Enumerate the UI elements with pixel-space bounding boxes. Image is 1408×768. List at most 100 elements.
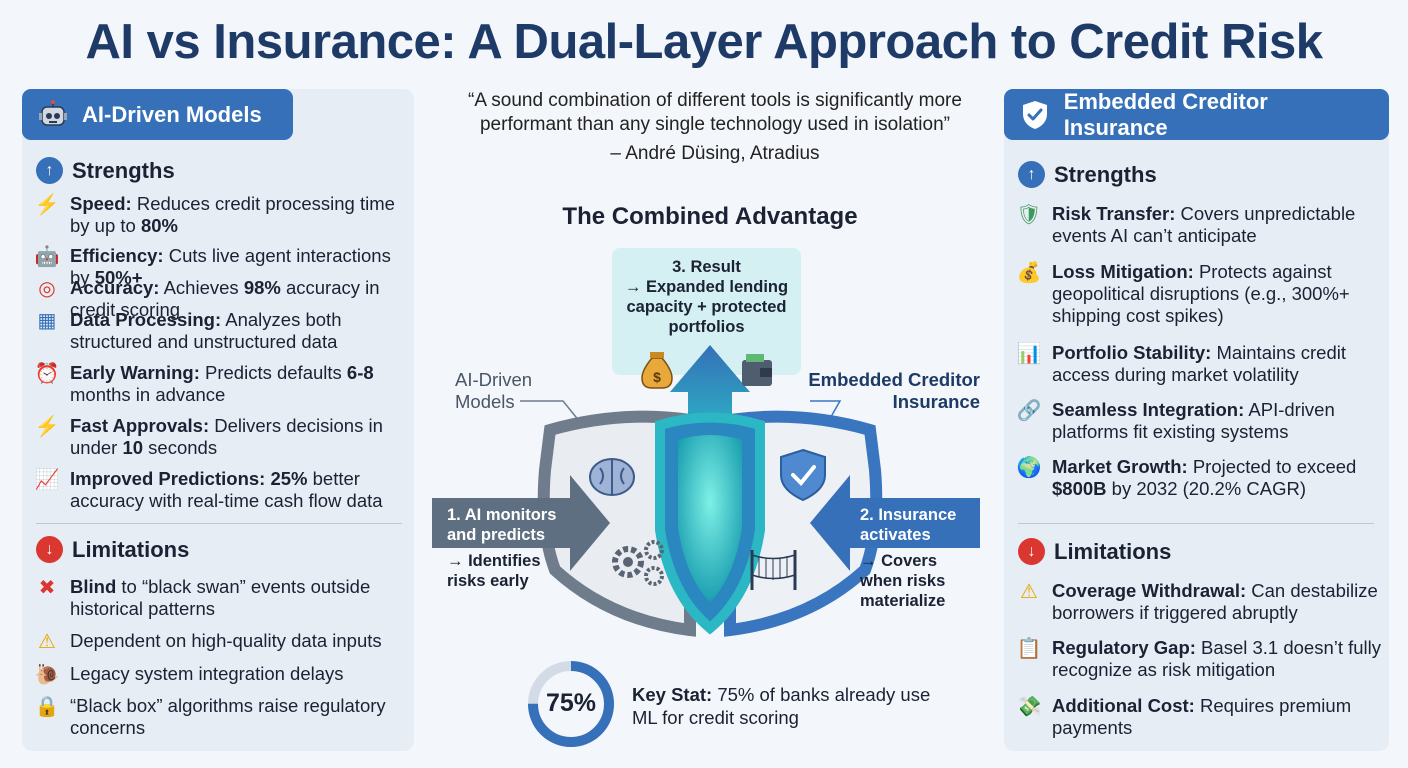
chart-dashboard-icon: ▦ [37, 310, 57, 332]
shield-check-icon [1018, 98, 1052, 132]
limitation-text: Coverage Withdrawal: Can destabilize bor… [1052, 580, 1378, 623]
insurance-header: Embedded Creditor Insurance [1004, 89, 1389, 140]
insurance-panel: Embedded Creditor Insurance ↑ Strengths … [1004, 89, 1389, 751]
step1-subtitle: → Identifies risks early [447, 552, 541, 590]
limitation-text: “Black box” algorithms raise regulatory … [70, 695, 386, 738]
insurance-header-label: Embedded Creditor Insurance [1063, 88, 1268, 140]
strength-item: 🛡 Risk Transfer: Covers unpredictable eve… [1014, 203, 1382, 247]
shield-check-icon [780, 448, 826, 502]
strength-item: ⚡ Fast Approvals: Delivers decisions in u… [32, 415, 407, 459]
link-icon: 🔗 [1016, 400, 1042, 422]
limitation-item: ✖ Blind to “black swan” events outside hi… [32, 576, 407, 620]
key-stat-text: Key Stat: 75% of banks already use ML fo… [632, 684, 931, 728]
arrow-down-icon: ↓ [36, 536, 63, 563]
strength-text: Speed: Reduces credit processing time by… [70, 193, 395, 236]
limitation-text: Regulatory Gap: Basel 3.1 doesn’t fully … [1052, 637, 1382, 680]
right-strengths-title: Strengths [1054, 161, 1157, 187]
strength-item: 🤖Efficiency: Cuts live agent interaction… [32, 245, 407, 289]
ai-models-header: AI-Driven Models [22, 89, 293, 140]
gears-icon [612, 540, 664, 586]
svg-text:$: $ [653, 369, 661, 385]
strength-item: 📊 Portfolio Stability: Maintains credit a… [1014, 342, 1382, 386]
limitation-item: 💸Additional Cost: Requires premium payme… [1014, 695, 1382, 739]
combined-shield-diagram: $ [432, 345, 980, 637]
left-limitations-title: Limitations [72, 536, 190, 562]
warning-icon: ⚠ [1020, 581, 1038, 603]
lock-icon: 🔒 [34, 696, 60, 718]
right-divider [1018, 523, 1374, 524]
strength-item: ◎ Accuracy: Achieves 98% accuracy in cred… [32, 277, 407, 321]
combined-center-shield [655, 412, 765, 635]
limitation-text: Blind to “black swan” events outside his… [70, 576, 371, 619]
strength-item: 🔗 Seamless Integration: API-driven platfo… [1014, 399, 1382, 443]
strength-text: Improved Predictions: 25% better accurac… [70, 468, 383, 511]
globe-icon: 🌍 [1016, 457, 1042, 479]
strength-text: Accuracy: Achieves 98% accuracy in credi… [70, 277, 380, 320]
step2-subtitle: → Covers when risks materialize [860, 552, 946, 610]
result-text: 3. Result → Expanded lending capacity + … [612, 257, 801, 337]
ai-predict-arrow [432, 475, 610, 571]
ai-models-header-label: AI-Driven Models [82, 101, 262, 127]
strength-item: 💰 Loss Mitigation: Protects against geopo… [1014, 261, 1382, 327]
strength-text: Loss Mitigation: Protects against geopol… [1052, 261, 1350, 326]
ai-driven-models-label: AI-Driven Models [455, 369, 533, 412]
left-limitations-heading: ↓ Limitations [36, 536, 189, 563]
target-icon: ◎ [38, 278, 56, 300]
combined-advantage-title: The Combined Advantage [562, 203, 858, 230]
result-body: → Expanded lending capacity + protected … [624, 278, 789, 336]
right-limitations-title: Limitations [1054, 538, 1172, 564]
lightning-icon: ⚡ [34, 194, 60, 216]
limitation-item: ⚠Dependent on high-quality data inputs [32, 630, 407, 654]
page-title: AI vs Insurance: A Dual-Layer Approach t… [85, 15, 1323, 69]
snail-icon: 🐌 [34, 664, 60, 686]
lightning-icon: ⚡ [34, 416, 60, 438]
limitation-text: Legacy system integration delays [70, 663, 344, 684]
strength-item: 🌍 Market Growth: Projected to exceed $800… [1014, 456, 1382, 500]
embedded-insurance-label: Embedded Creditor Insurance [808, 369, 980, 412]
limitation-item: 🔒 “Black box” algorithms raise regulatory… [32, 695, 407, 739]
right-strengths-heading: ↑ Strengths [1018, 161, 1157, 188]
step1-title: 1. AI monitors and predicts [447, 506, 557, 544]
clipboard-icon: 📋 [1016, 638, 1042, 660]
brain-icon [589, 458, 635, 496]
limitation-text: Dependent on high-quality data inputs [70, 630, 382, 651]
left-strengths-title: Strengths [72, 157, 175, 183]
strength-item: ⚡ Speed: Reduces credit processing time b… [32, 193, 407, 237]
strength-text: Data Processing: Analyzes both structure… [70, 309, 342, 352]
step2-title: 2. Insurance activates [860, 506, 957, 544]
strength-item: ▦ Data Processing: Analyzes both structur… [32, 309, 407, 353]
limitation-item: 🐌 Legacy system integration delays [32, 663, 407, 687]
key-stat-value: 75% [545, 689, 597, 717]
strength-text: Market Growth: Projected to exceed $800B… [1052, 456, 1357, 499]
ai-models-panel: AI-Driven Models ↑ Strengths ⚡ Speed: Red… [22, 89, 414, 751]
key-stat-donut [528, 661, 614, 747]
strength-text: Early Warning: Predicts defaults 6-8 mon… [70, 362, 374, 405]
bar-chart-icon: 📊 [1016, 343, 1042, 365]
strength-text: Portfolio Stability: Maintains credit ac… [1052, 342, 1347, 385]
shield-icon: 🛡 [1016, 204, 1042, 226]
strength-text: Fast Approvals: Delivers decisions in un… [70, 415, 383, 458]
right-limitations-heading: ↓ Limitations [1018, 538, 1171, 565]
cross-icon: ✖ [38, 577, 56, 599]
arrow-up-icon: ↑ [1018, 161, 1045, 188]
limitation-item: ⚠ Coverage Withdrawal: Can destabilize bo… [1014, 580, 1382, 624]
limitation-item: 📋 Regulatory Gap: Basel 3.1 doesn’t fully… [1014, 637, 1382, 681]
money-wings-icon: 💸 [1016, 696, 1042, 718]
strength-item: ⏰ Early Warning: Predicts defaults 6-8 mo… [32, 362, 407, 406]
robot-icon [36, 98, 70, 132]
trend-up-icon: 📈 [34, 469, 60, 491]
strength-text: Seamless Integration: API-driven platfor… [1052, 399, 1335, 442]
money-bag-icon: 💰 [1016, 262, 1042, 284]
arrow-down-icon: ↓ [1018, 538, 1045, 565]
left-strengths-heading: ↑ Strengths [36, 157, 175, 184]
strength-text: Risk Transfer: Covers unpredictable even… [1052, 203, 1356, 246]
strength-item: 📈 Improved Predictions: 25% better accura… [32, 468, 407, 512]
insurance-activate-arrow [810, 475, 980, 571]
quote-author: – André Düsing, Atradius [610, 143, 820, 164]
money-bag-icon: $ [641, 352, 673, 389]
robot-icon: 🤖 [34, 246, 60, 268]
alarm-clock-icon: ⏰ [34, 363, 60, 385]
arrow-up-icon: ↑ [36, 157, 63, 184]
left-divider [36, 523, 402, 524]
wallet-icon [742, 354, 772, 386]
